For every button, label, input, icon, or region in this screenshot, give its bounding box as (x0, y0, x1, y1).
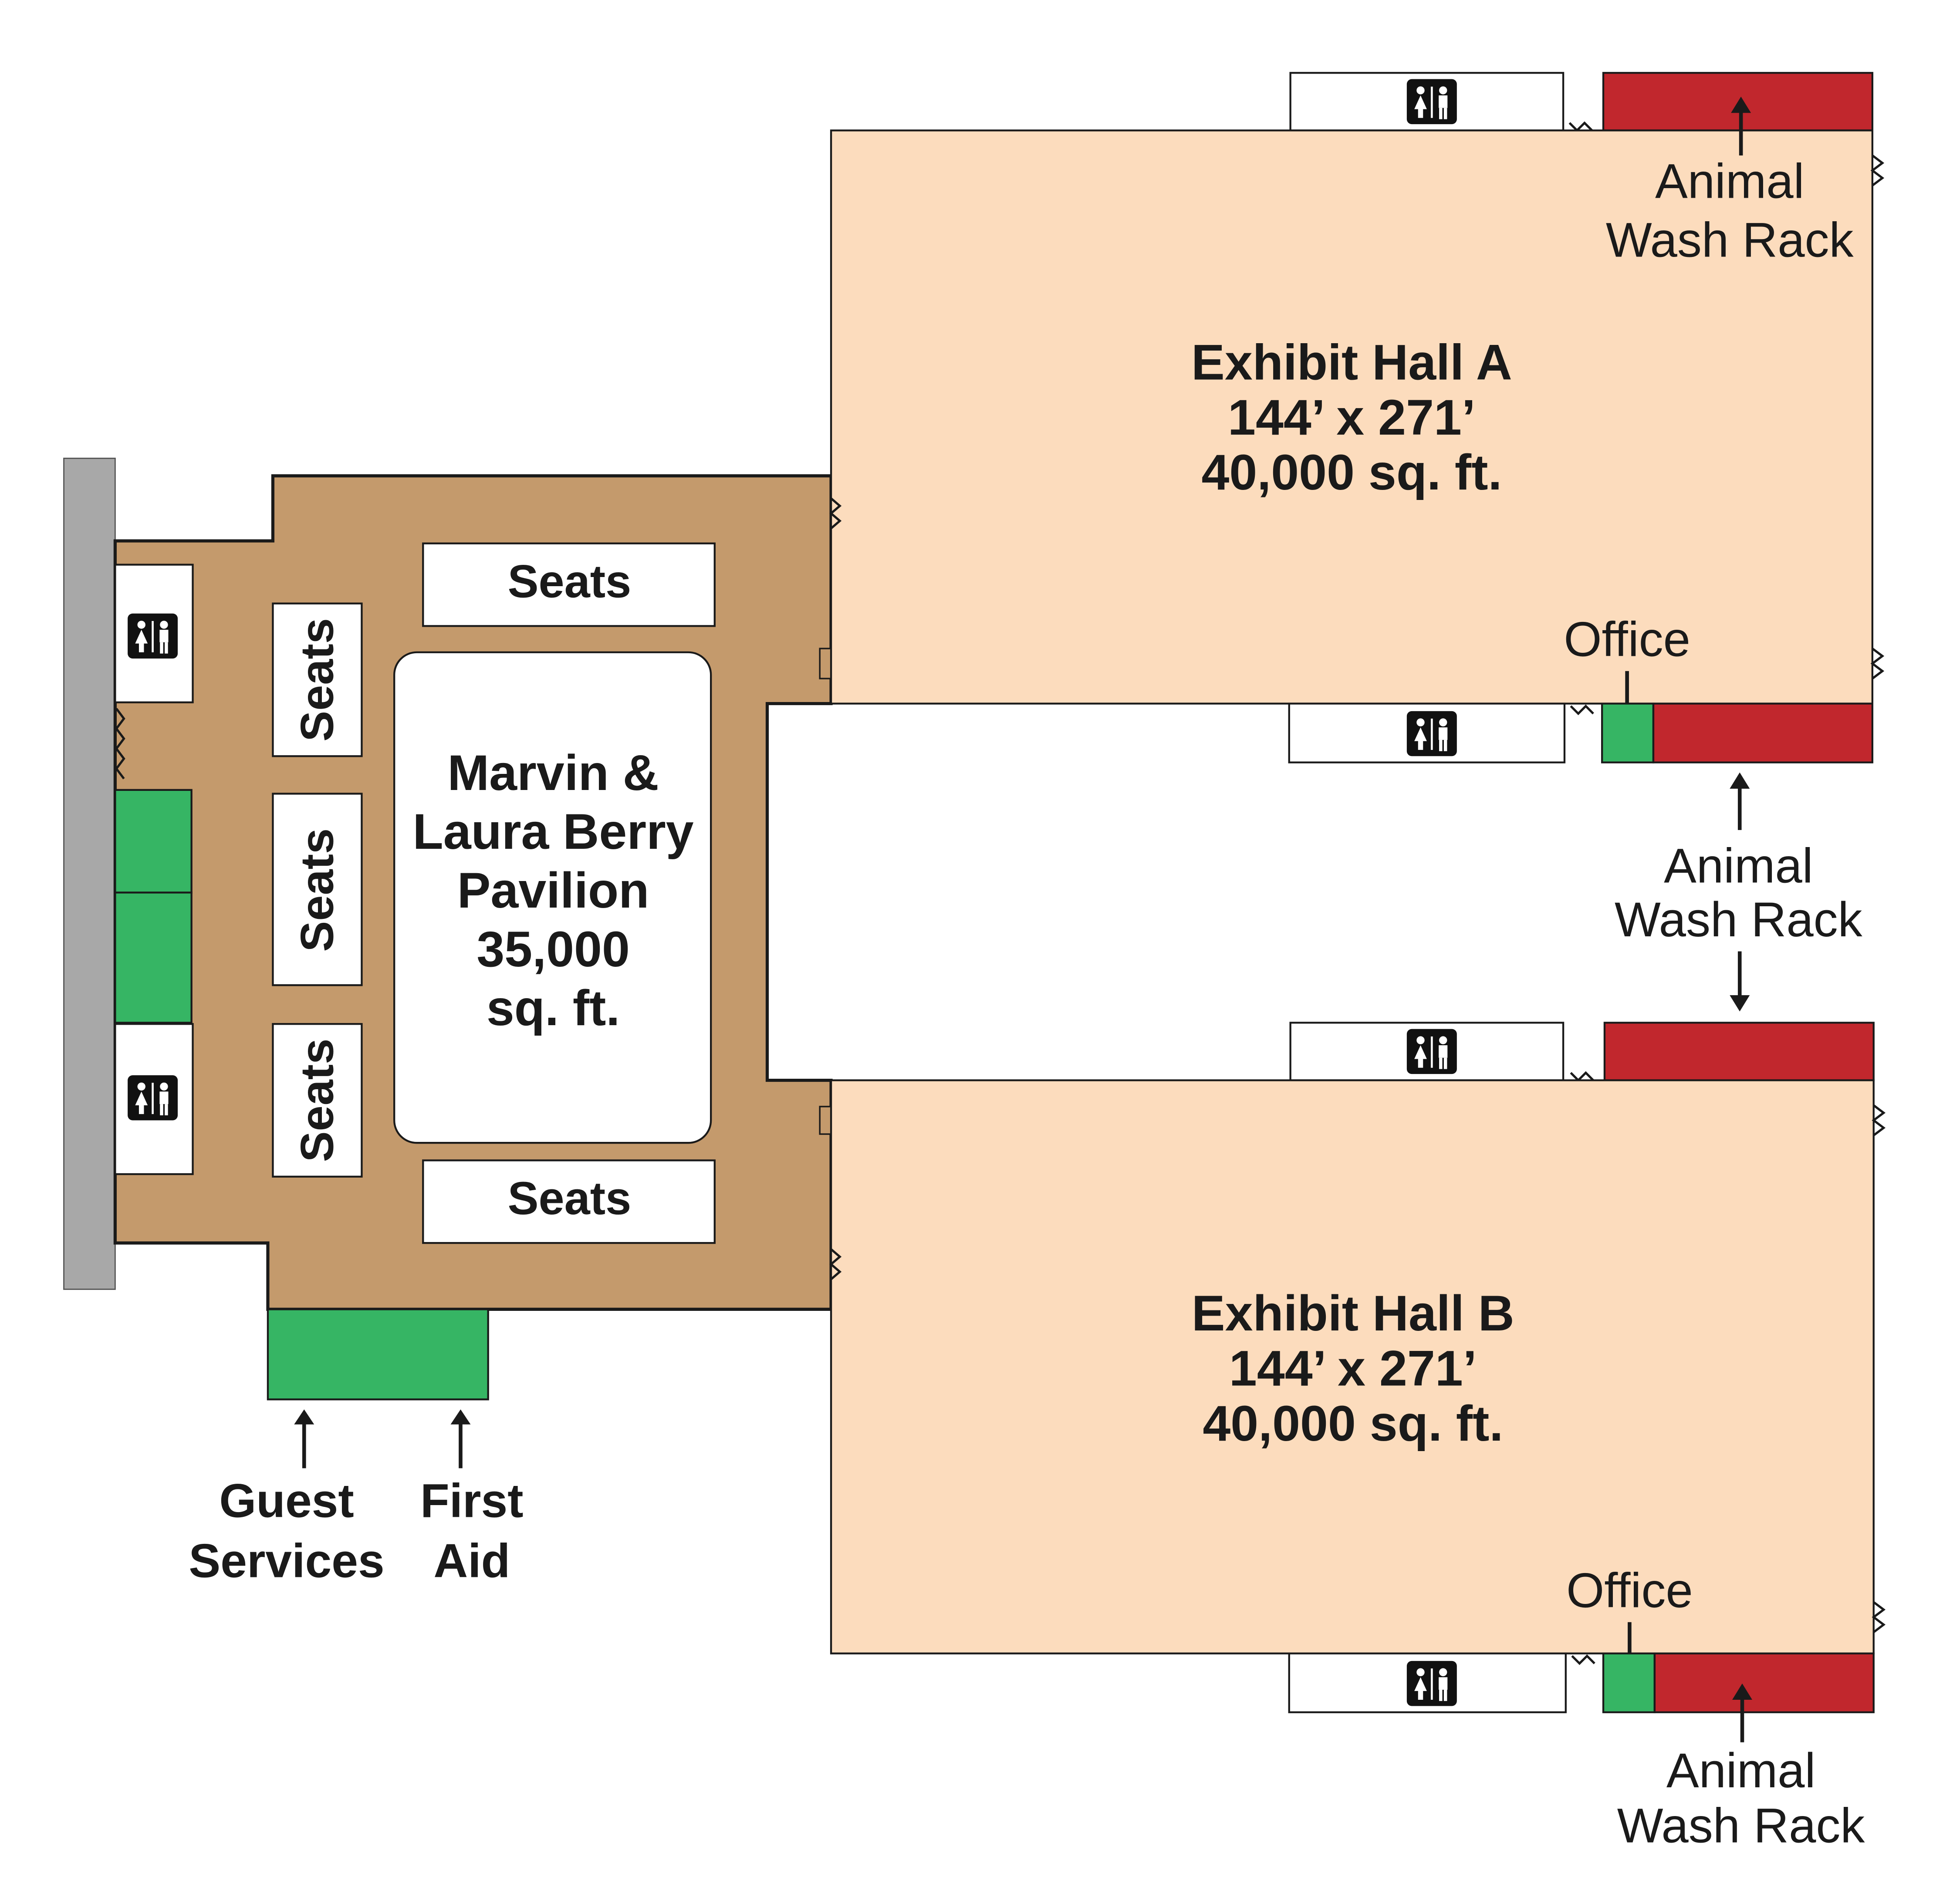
wash-rack-hall-a-north (1602, 72, 1874, 132)
seats-label: Seats (508, 1172, 632, 1224)
wash-rack-hall-b-north (1603, 1022, 1875, 1081)
guest-services-label: Guest (219, 1474, 354, 1527)
pavilion-area: 35,000 (476, 922, 630, 977)
seats-label: Seats (291, 1039, 343, 1162)
exhibit-hall-b (830, 1079, 1875, 1654)
door-icon (819, 1106, 832, 1135)
door-icon (1870, 648, 1885, 680)
pavilion-name: Marvin & (447, 745, 659, 801)
exhibit-hall-a (830, 129, 1874, 705)
seats-left-block-1 (272, 602, 363, 757)
wash-rack-label: Animal (1666, 1743, 1816, 1798)
restroom-icon (1406, 1661, 1457, 1706)
seats-bottom-block (422, 1159, 716, 1244)
wash-rack-label: Wash Rack (1606, 213, 1854, 267)
hall-a-name: Exhibit Hall A (1191, 334, 1512, 390)
wash-rack-label: Wash Rack (1615, 892, 1863, 947)
pavilion-name: Pavilion (457, 863, 649, 918)
wash-rack-label: Wash Rack (1617, 1799, 1865, 1853)
hall-b-area: 40,000 sq. ft. (1203, 1396, 1503, 1452)
restroom-icon (1406, 1029, 1457, 1074)
seats-left-block-3 (272, 1023, 363, 1178)
seats-top-block (422, 542, 716, 627)
restroom-icon (128, 1075, 178, 1121)
arrow-icon (1730, 772, 1750, 830)
restroom-icon (1406, 711, 1457, 756)
pavilion-area: sq. ft. (487, 980, 620, 1036)
wash-rack-label: Animal (1664, 839, 1813, 893)
restroom-icon (1406, 79, 1457, 125)
wash-rack-hall-b-south (1653, 1652, 1875, 1713)
guest-services-label: Services (189, 1534, 384, 1587)
hall-b-name: Exhibit Hall B (1192, 1286, 1514, 1341)
seats-label: Seats (291, 828, 343, 952)
entrance-wall (63, 457, 116, 1290)
guest-services-first-aid (267, 1308, 489, 1401)
door-icon (1570, 704, 1594, 716)
office-label: Office (1566, 1563, 1693, 1617)
first-aid-label: First (420, 1474, 524, 1527)
arrow-icon (1731, 96, 1751, 155)
pavilion-arena (393, 651, 712, 1144)
door-icon (819, 648, 832, 679)
seats-label: Seats (508, 555, 632, 607)
hall-b-dimensions: 144’ x 271’ (1229, 1341, 1477, 1397)
arrow-icon (294, 1409, 314, 1469)
door-icon (115, 708, 125, 780)
restroom-icon (128, 613, 178, 659)
door-icon (829, 497, 842, 530)
arrow-icon (450, 1409, 471, 1469)
green-room-lower (114, 891, 193, 1024)
office-label: Office (1564, 612, 1690, 666)
green-room-upper (114, 789, 193, 894)
arrow-icon (1732, 1683, 1752, 1742)
door-icon (829, 1248, 842, 1280)
door-icon (1568, 121, 1593, 132)
door-icon (1872, 1104, 1886, 1137)
hall-a-dimensions: 144’ x 271’ (1228, 390, 1476, 446)
hall-a-area: 40,000 sq. ft. (1201, 445, 1502, 500)
seats-label: Seats (291, 618, 343, 742)
door-icon (1872, 1601, 1886, 1633)
arrow-icon (1730, 951, 1750, 1012)
office-hall-b (1602, 1652, 1656, 1713)
door-icon (1870, 154, 1885, 187)
door-icon (1570, 1071, 1594, 1082)
seats-left-block-2 (272, 793, 363, 986)
pavilion-name: Laura Berry (412, 804, 693, 860)
first-aid-label: Aid (433, 1534, 510, 1587)
wash-rack-hall-a-south (1652, 702, 1874, 763)
wash-rack-label: Animal (1655, 154, 1805, 209)
office-hall-a (1601, 702, 1655, 763)
door-icon (1571, 1654, 1595, 1665)
